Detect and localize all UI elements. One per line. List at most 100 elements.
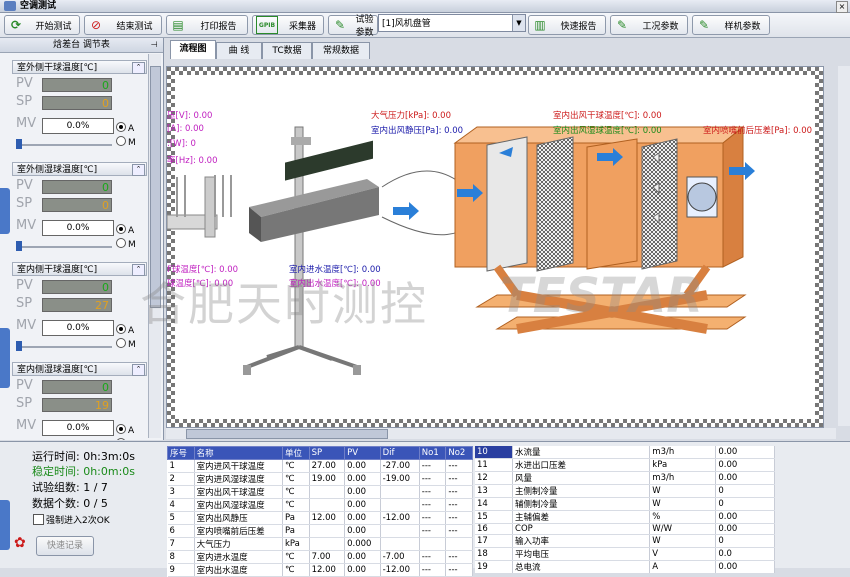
column-header[interactable]: No1 xyxy=(418,446,447,460)
table-cell: 0 xyxy=(715,484,775,498)
mv-slider-thumb[interactable] xyxy=(16,241,22,251)
mode-auto-radio[interactable]: A xyxy=(116,324,134,336)
mode-auto-radio[interactable]: A xyxy=(116,122,134,134)
collector-button[interactable]: GPIB 采集器 xyxy=(252,15,324,35)
diagram-horizontal-scrollbar[interactable] xyxy=(166,428,836,439)
collapse-icon[interactable]: ⌃ xyxy=(132,62,145,74)
collapse-icon[interactable]: ⌃ xyxy=(132,164,145,176)
tab-curve[interactable]: 曲 线 xyxy=(216,42,262,59)
mv-value[interactable]: 0.0% xyxy=(42,420,114,436)
mv-value[interactable]: 0.0% xyxy=(42,320,114,336)
column-header[interactable]: 序号 xyxy=(167,446,195,460)
column-header[interactable]: SP xyxy=(308,446,346,460)
tab-tc-data[interactable]: TC数据 xyxy=(262,42,312,59)
mode-manual-radio[interactable]: M xyxy=(116,438,136,440)
mv-value[interactable]: 0.0% xyxy=(42,118,114,134)
test-group-count: 试验组数: 1 / 7 xyxy=(32,481,108,494)
table-cell: W xyxy=(649,497,717,511)
device-select-value: [1]风机盘管 xyxy=(382,19,431,29)
column-header[interactable]: 名称 xyxy=(193,446,283,460)
stop-test-button[interactable]: ⊘ 结束测试 xyxy=(84,15,162,35)
scrollbar-thumb[interactable] xyxy=(150,66,161,308)
vertical-scrollbar[interactable] xyxy=(148,54,161,438)
mode-auto-radio[interactable]: A xyxy=(116,424,134,436)
mode-manual-radio[interactable]: M xyxy=(116,136,136,148)
side-tab[interactable] xyxy=(0,328,10,388)
mv-slider-thumb[interactable] xyxy=(16,139,22,149)
mv-slider[interactable] xyxy=(16,246,112,248)
start-test-button[interactable]: ⟳ 开始测试 xyxy=(4,15,80,35)
table-cell: --- xyxy=(445,524,473,538)
airflow-arrow xyxy=(393,202,419,220)
regulator-group: 室外侧湿球温度[℃]⌃ PV 0 SP 0 MV 0.0% A M xyxy=(12,162,147,258)
mode-manual-radio[interactable]: M xyxy=(116,338,136,350)
column-header[interactable]: PV xyxy=(344,446,381,460)
column-header[interactable]: 单位 xyxy=(281,446,310,460)
stable-time: 稳定时间: 0h:0m:0s xyxy=(32,465,136,478)
regulator-group-title: 室内侧干球温度[℃]⌃ xyxy=(12,262,147,276)
sp-value[interactable]: 19 xyxy=(42,398,112,412)
device-select[interactable]: [1]风机盘管 ▼ xyxy=(378,14,526,32)
air-duct-chamber xyxy=(453,125,755,334)
mode-auto-radio[interactable]: A xyxy=(116,224,134,236)
tab-normal-data[interactable]: 常规数据 xyxy=(312,42,370,59)
sp-value[interactable]: 0 xyxy=(42,96,112,110)
column-header[interactable]: Dif xyxy=(379,446,420,460)
stop-icon: ⊘ xyxy=(90,18,102,32)
mv-slider-thumb[interactable] xyxy=(16,341,22,351)
quick-record-button[interactable]: 快速记录 xyxy=(36,536,94,556)
sp-label: SP xyxy=(16,94,33,109)
collapse-icon[interactable]: ⌃ xyxy=(132,264,145,276)
mv-value[interactable]: 0.0% xyxy=(42,220,114,236)
tab-flowchart[interactable]: 流程图 xyxy=(170,40,216,59)
gear-icon[interactable]: ✿ xyxy=(14,535,26,551)
pin-icon[interactable]: ⊣ xyxy=(150,40,158,49)
table-cell: 11 xyxy=(475,458,514,472)
mode-manual-radio[interactable]: M xyxy=(116,238,136,250)
quick-report-button[interactable]: ▥ 快速报告 xyxy=(528,15,606,35)
sp-value[interactable]: 0 xyxy=(42,198,112,212)
mv-slider[interactable] xyxy=(16,144,112,146)
chevron-down-icon[interactable]: ▼ xyxy=(512,15,525,31)
mv-label: MV xyxy=(16,218,37,233)
condition-params-button[interactable]: ✎ 工况参数 xyxy=(610,15,688,35)
side-tab[interactable] xyxy=(0,188,10,234)
table-cell: --- xyxy=(445,550,473,564)
label-voltage: 压[V]: 0.00 xyxy=(167,111,213,121)
table-cell: 0.00 xyxy=(715,458,775,472)
column-header[interactable]: No2 xyxy=(445,446,473,460)
diagram-vertical-scrollbar[interactable] xyxy=(838,66,850,426)
mv-slider[interactable] xyxy=(16,346,112,348)
collapse-icon[interactable]: ⌃ xyxy=(132,364,145,376)
side-tab[interactable] xyxy=(0,500,10,550)
sp-value[interactable]: 27 xyxy=(42,298,112,312)
mv-label: MV xyxy=(16,418,37,433)
sample-params-button[interactable]: ✎ 样机参数 xyxy=(692,15,770,35)
print-report-button[interactable]: ▤ 打印报告 xyxy=(166,15,248,35)
table-cell: 0.0 xyxy=(715,547,775,561)
table-cell: m3/h xyxy=(649,446,717,459)
scrollbar-thumb[interactable] xyxy=(186,429,388,439)
force-enter-checkbox[interactable] xyxy=(33,514,44,525)
test-params-button[interactable]: ✎ 试验参数 xyxy=(328,15,378,38)
close-icon[interactable]: × xyxy=(836,1,848,13)
